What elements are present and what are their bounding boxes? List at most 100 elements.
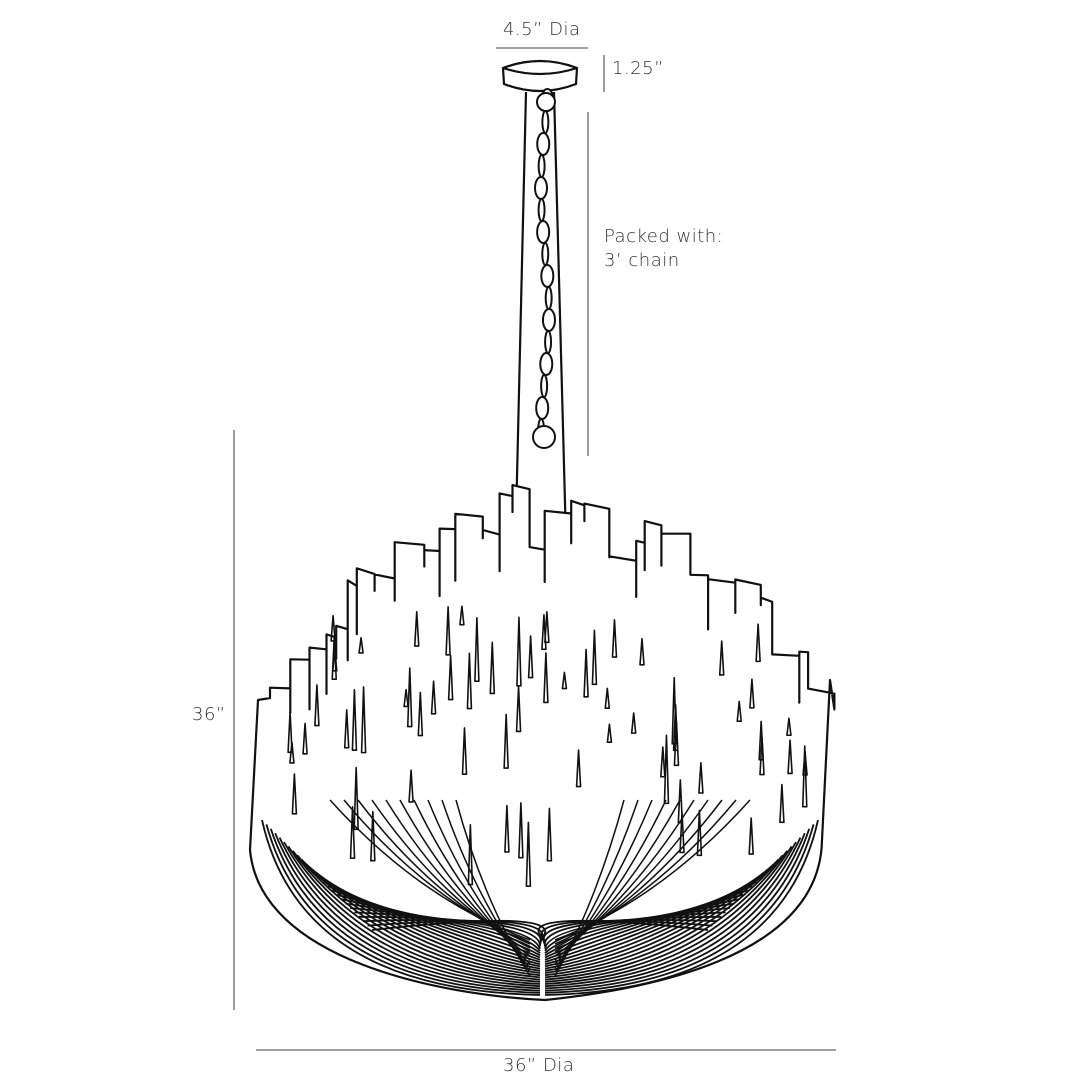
bowl-loop bbox=[354, 911, 541, 950]
bowl-loop bbox=[544, 898, 739, 957]
bowl-loop bbox=[292, 850, 541, 981]
frond-slit bbox=[287, 711, 293, 754]
frond-slit bbox=[575, 749, 582, 788]
frond-slit bbox=[611, 619, 618, 658]
chain-note-line1: Packed with: bbox=[604, 226, 724, 247]
canopy-diameter-label: 4.5” Dia bbox=[503, 19, 581, 40]
frond-slit bbox=[370, 810, 376, 862]
frond-slit bbox=[516, 616, 522, 687]
frond-slit bbox=[736, 700, 743, 723]
chain-link bbox=[537, 154, 546, 178]
bowl-loop bbox=[542, 918, 717, 945]
frond-slit bbox=[503, 713, 509, 769]
bowl-loop bbox=[544, 850, 788, 981]
bowl-loop bbox=[274, 832, 541, 990]
chandelier-outline bbox=[248, 484, 836, 1002]
frond-slit bbox=[606, 723, 613, 743]
frond-slit bbox=[639, 637, 645, 666]
frond-slit bbox=[353, 766, 359, 831]
canopy-height-label: 1.25” bbox=[612, 58, 664, 79]
bowl-loop bbox=[343, 799, 531, 945]
chain-ring bbox=[536, 92, 556, 112]
frond-slit bbox=[489, 641, 496, 695]
frond-slit bbox=[663, 734, 670, 805]
chain-link bbox=[534, 176, 549, 200]
frond-slit bbox=[408, 769, 414, 803]
frond-slit bbox=[698, 761, 704, 794]
bowl-loop bbox=[540, 919, 713, 943]
bowl-loop bbox=[371, 919, 546, 941]
chain-link bbox=[537, 198, 546, 222]
frond-slit bbox=[330, 614, 336, 642]
frond-slit bbox=[787, 739, 793, 775]
bowl-loop bbox=[336, 893, 541, 959]
chandelier-body bbox=[248, 484, 836, 1002]
bowl-loop bbox=[554, 799, 625, 977]
bowl-loop bbox=[544, 915, 722, 947]
frond-slit bbox=[351, 688, 358, 751]
bowl-loop bbox=[544, 845, 793, 983]
dimension-lines bbox=[233, 47, 836, 1051]
frond-slit bbox=[447, 655, 454, 701]
frond-slit bbox=[349, 805, 356, 859]
frond-slit bbox=[546, 807, 553, 862]
overall-diameter-label: 36” Dia bbox=[503, 1055, 575, 1076]
chain-link bbox=[544, 330, 553, 354]
frond-slit bbox=[583, 648, 589, 698]
frond-slit bbox=[358, 637, 364, 654]
frond-slit bbox=[430, 680, 437, 715]
frond-slit bbox=[544, 611, 550, 644]
chain-link bbox=[539, 352, 554, 376]
frond-slit bbox=[718, 640, 725, 676]
chain-link bbox=[535, 396, 550, 420]
chain-note-line2: 3’ chain bbox=[604, 250, 680, 271]
frond-slit bbox=[474, 616, 480, 683]
canopy bbox=[501, 59, 579, 93]
frond-slit bbox=[802, 750, 808, 776]
bowl-loop bbox=[544, 907, 731, 952]
bowl-loop bbox=[269, 828, 541, 992]
frond-slit bbox=[314, 684, 320, 727]
bowl-loop bbox=[544, 828, 811, 992]
frond-slit bbox=[759, 737, 765, 776]
bowl-loop bbox=[296, 854, 541, 979]
bowl-loop bbox=[283, 841, 541, 985]
frond-slit bbox=[445, 605, 451, 656]
bowl-loop bbox=[329, 799, 531, 941]
frond-slit bbox=[504, 804, 510, 853]
frond-slit bbox=[755, 623, 761, 663]
bowl-loop bbox=[544, 837, 802, 988]
bowl-loop bbox=[265, 824, 541, 994]
bowl-loop bbox=[537, 919, 709, 941]
bowl-loop bbox=[544, 841, 797, 985]
frond-slit bbox=[343, 709, 350, 749]
frond-slit bbox=[466, 652, 473, 710]
frond-slit bbox=[748, 817, 754, 855]
frond-slit bbox=[291, 773, 298, 815]
frond-slit bbox=[561, 671, 568, 690]
frond-slit bbox=[413, 610, 420, 647]
bowl-loop bbox=[278, 837, 541, 988]
chain-link bbox=[541, 110, 550, 134]
frond-slit bbox=[801, 745, 808, 808]
bowl-loop bbox=[287, 845, 541, 983]
frond-slit bbox=[417, 691, 424, 737]
frond-slit bbox=[515, 685, 522, 733]
chain-link bbox=[544, 286, 553, 310]
frond-slit bbox=[591, 629, 598, 686]
frond-slit bbox=[679, 811, 685, 854]
bowl-loop bbox=[261, 819, 541, 996]
bowl-loop bbox=[544, 854, 784, 979]
frond-slit bbox=[660, 746, 666, 778]
overall-height-label: 36” bbox=[192, 704, 226, 725]
frond-slit bbox=[786, 717, 792, 737]
frond-slit bbox=[696, 809, 703, 857]
frond-slit bbox=[673, 720, 680, 767]
frond-slit bbox=[360, 686, 367, 754]
bowl-loop bbox=[544, 889, 748, 961]
frond-slit bbox=[630, 712, 637, 734]
chain-link bbox=[536, 220, 551, 244]
frond-slit bbox=[525, 821, 532, 887]
